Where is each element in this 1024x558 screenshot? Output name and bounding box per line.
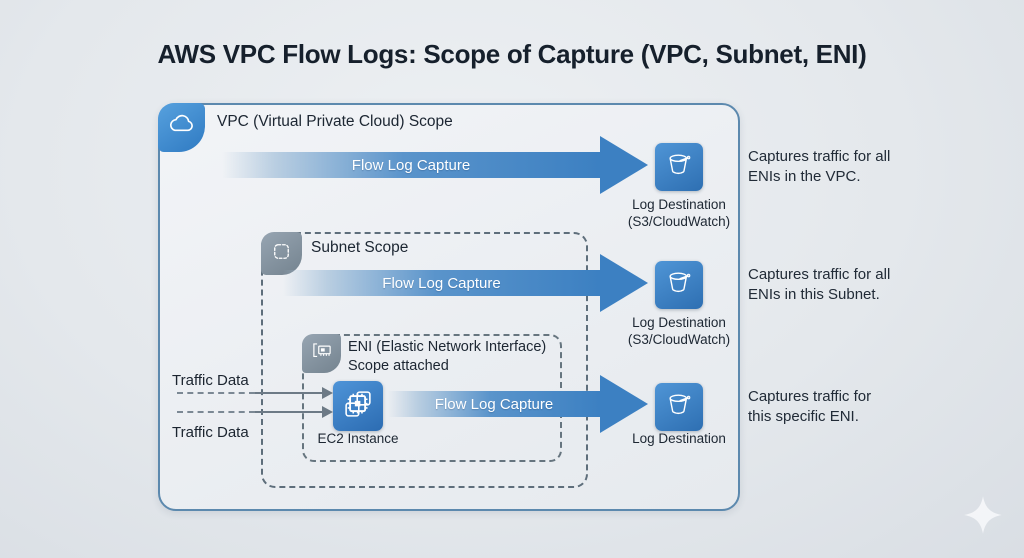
subnet-flow-arrow-label: Flow Log Capture [382, 274, 501, 292]
vpc-flow-arrowhead-icon [600, 136, 648, 194]
subnet-log-destination-label: Log Destination (S3/CloudWatch) [599, 315, 759, 348]
subnet-scope-tile [261, 232, 302, 275]
bucket-icon [662, 266, 696, 305]
eni-flow-arrowhead-icon [600, 375, 648, 433]
vpc-log-destination-tile [655, 143, 703, 191]
traffic-arrowhead-icon [322, 406, 333, 418]
traffic-data-label-bottom: Traffic Data [172, 424, 249, 441]
network-card-icon [309, 338, 335, 369]
bucket-icon [662, 388, 696, 427]
subnet-log-destination-line2: (S3/CloudWatch) [627, 331, 731, 347]
vpc-flow-arrow-label: Flow Log Capture [351, 156, 471, 174]
eni-log-destination-line1: Log Destination [632, 431, 726, 446]
eni-scope-label: ENI (Elastic Network Interface) Scope at… [348, 338, 563, 375]
subnet-flow-arrowhead-icon [600, 254, 648, 312]
eni-caption-line2: this specific ENI. [748, 408, 859, 425]
bucket-icon [662, 148, 696, 187]
eni-caption-line1: Captures traffic for [748, 388, 872, 405]
traffic-arrow-dashed-segment [177, 392, 255, 394]
eni-caption: Captures traffic for this specific ENI. [748, 387, 998, 427]
vpc-scope-label: VPC (Virtual Private Cloud) Scope [217, 113, 453, 130]
subnet-caption: Captures traffic for all ENIs in this Su… [748, 265, 998, 305]
eni-scope-label-line2: Scope attached [348, 357, 449, 374]
vpc-caption-line1: Captures traffic for all [748, 148, 891, 165]
traffic-data-arrow-bottom [177, 406, 333, 418]
vpc-flow-arrow-body: Flow Log Capture [222, 152, 600, 178]
ec2-instance-label: EC2 Instance [317, 431, 399, 446]
subnet-log-destination-line1: Log Destination [632, 315, 726, 330]
vpc-log-destination-line2: (S3/CloudWatch) [627, 213, 731, 229]
vpc-log-destination-line1: Log Destination [632, 197, 726, 212]
subnet-scope-box [261, 232, 588, 488]
subnet-log-destination-tile [655, 261, 703, 309]
eni-scope-tile [302, 334, 341, 373]
subnet-caption-line1: Captures traffic for all [748, 266, 891, 283]
chip-icon [339, 385, 377, 428]
eni-scope-label-line1: ENI (Elastic Network Interface) [348, 339, 547, 355]
eni-flow-arrow-body: Flow Log Capture [388, 391, 600, 417]
vpc-log-destination-label: Log Destination (S3/CloudWatch) [599, 197, 759, 230]
vpc-scope-tile [158, 103, 205, 152]
cloud-icon [165, 109, 198, 147]
eni-log-destination-tile [655, 383, 703, 431]
subnet-scope-label: Subnet Scope [311, 239, 409, 256]
vpc-caption-line2: ENIs in the VPC. [748, 168, 861, 185]
subnet-caption-line2: ENIs in this Subnet. [748, 286, 880, 303]
dashed-square-icon [268, 238, 295, 270]
traffic-arrow-solid-segment [255, 392, 322, 394]
traffic-arrowhead-icon [322, 387, 333, 399]
eni-log-destination-label: Log Destination [599, 431, 759, 448]
page-title: AWS VPC Flow Logs: Scope of Capture (VPC… [157, 39, 867, 69]
traffic-data-label-top: Traffic Data [172, 372, 249, 389]
eni-flow-arrow-label: Flow Log Capture [434, 395, 554, 413]
traffic-data-arrow-top [177, 387, 333, 399]
ec2-instance-tile [333, 381, 383, 431]
subnet-flow-arrow-body: Flow Log Capture [283, 270, 600, 296]
vpc-caption: Captures traffic for all ENIs in the VPC… [748, 147, 998, 187]
sparkle-icon [962, 494, 1004, 536]
traffic-arrow-solid-segment [255, 411, 322, 413]
traffic-arrow-dashed-segment [177, 411, 255, 413]
